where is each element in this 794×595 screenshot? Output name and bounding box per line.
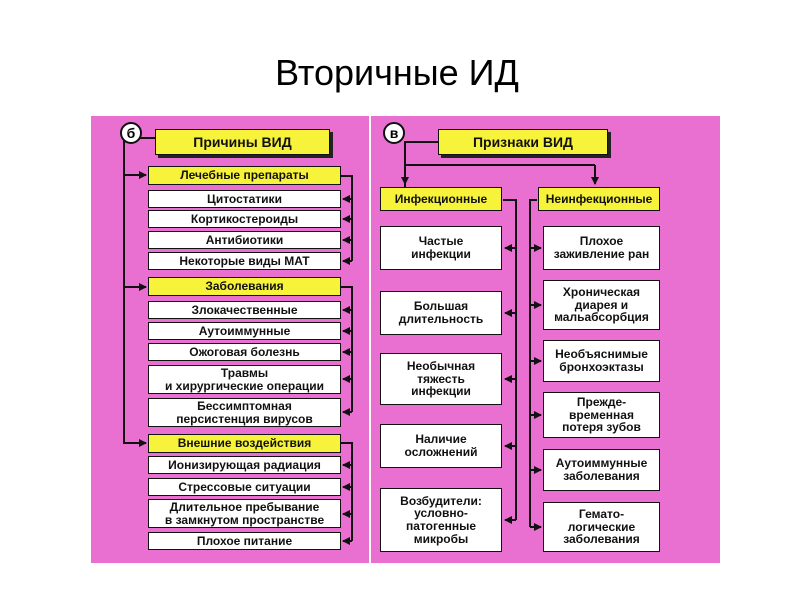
list-item: Гемато- логические заболевания bbox=[543, 502, 660, 552]
badge-v: в bbox=[383, 122, 405, 144]
list-item: Необъяснимые бронхоэктазы bbox=[543, 340, 660, 382]
group-diseases-title: Заболевания bbox=[148, 277, 341, 296]
list-item: Стрессовые ситуации bbox=[148, 478, 341, 496]
list-item: Необычная тяжесть инфекции bbox=[380, 353, 502, 405]
noninfectious-title: Неинфекционные bbox=[538, 187, 660, 211]
slide-title: Вторичные ИД bbox=[275, 52, 519, 93]
list-item: Аутоиммунные bbox=[148, 322, 341, 340]
list-item: Большая длительность bbox=[380, 291, 502, 335]
list-item: Длительное пребывание в замкнутом простр… bbox=[148, 499, 341, 528]
list-item: Ионизирующая радиация bbox=[148, 456, 341, 474]
list-item: Наличие осложнений bbox=[380, 424, 502, 468]
list-item: Антибиотики bbox=[148, 231, 341, 249]
causes-header: Причины ВИД bbox=[155, 129, 330, 155]
list-item: Кортикостероиды bbox=[148, 210, 341, 228]
list-item: Травмы и хирургические операции bbox=[148, 365, 341, 394]
list-item: Плохое питание bbox=[148, 532, 341, 550]
list-item: Бессимптомная персистенция вирусов bbox=[148, 398, 341, 427]
list-item: Возбудители: условно- патогенные микробы bbox=[380, 488, 502, 552]
infectious-title: Инфекционные bbox=[380, 187, 502, 211]
list-item: Цитостатики bbox=[148, 190, 341, 208]
list-item: Некоторые виды МАТ bbox=[148, 252, 341, 270]
list-item: Прежде- временная потеря зубов bbox=[543, 392, 660, 438]
list-item: Частые инфекции bbox=[380, 226, 502, 270]
list-item: Хроническая диарея и мальабсорбция bbox=[543, 280, 660, 330]
signs-header: Признаки ВИД bbox=[438, 129, 608, 155]
list-item: Злокачественные bbox=[148, 301, 341, 319]
list-item: Плохое заживление ран bbox=[543, 226, 660, 270]
group-external-title: Внешние воздействия bbox=[148, 434, 341, 453]
list-item: Аутоиммунные заболевания bbox=[543, 449, 660, 491]
group-drugs-title: Лечебные препараты bbox=[148, 166, 341, 185]
list-item: Ожоговая болезнь bbox=[148, 343, 341, 361]
badge-b: б bbox=[120, 122, 142, 144]
